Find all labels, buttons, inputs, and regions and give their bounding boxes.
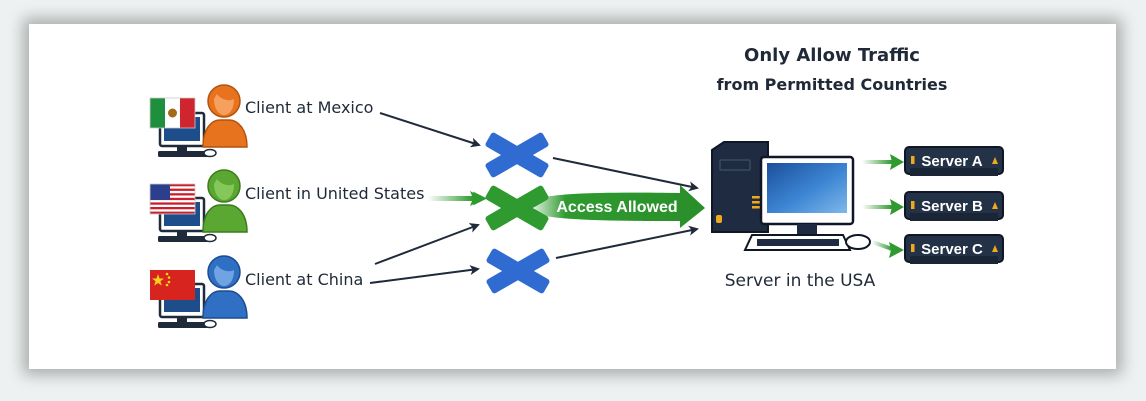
title-line-2: from Permitted Countries — [717, 75, 948, 94]
access-allowed-label: Access Allowed — [556, 199, 677, 216]
allowed-x-icon — [485, 185, 549, 231]
tower-icon — [711, 141, 769, 233]
client-label-united-states: Client in United States — [245, 184, 424, 203]
rack-label-c: Server C — [921, 241, 983, 258]
arrow-gate-to-server-top — [552, 157, 699, 192]
arrow-server-to-rack-b — [862, 199, 904, 215]
arrow-server-to-rack-c — [871, 240, 904, 258]
rack-server-a: Server A — [904, 146, 1004, 176]
server-computer-icon: Server in the USA — [711, 141, 876, 291]
warning-indicator-icon — [992, 202, 998, 209]
rack-server-c: Server C — [904, 234, 1004, 264]
client-label-china: Client at China — [245, 270, 363, 289]
monitor-icon — [743, 155, 871, 251]
mexico-flag — [149, 97, 196, 129]
warning-indicator-icon — [992, 245, 998, 252]
status-light-icon — [911, 244, 915, 252]
status-light-icon — [911, 201, 915, 209]
arrow-gate-to-server-bottom — [555, 225, 699, 259]
rack-label-b: Server B — [921, 198, 983, 215]
client-china: Client at China — [150, 255, 363, 329]
arrow-china-to-gate — [369, 265, 480, 284]
title-line-1: Only Allow Traffic — [744, 45, 920, 66]
client-mexico: Client at Mexico — [149, 84, 373, 158]
server-label: Server in the USA — [725, 271, 876, 291]
client-label-mexico: Client at Mexico — [245, 98, 373, 117]
arrow-usa-to-gate — [428, 191, 487, 206]
arrow-server-to-rack-a — [862, 154, 904, 170]
rack-label-a: Server A — [921, 153, 982, 170]
person-icon-orange — [202, 84, 248, 148]
rack-server-b: Server B — [904, 191, 1004, 221]
warning-indicator-icon — [992, 157, 998, 164]
person-icon-blue — [202, 255, 248, 319]
status-light-icon — [911, 156, 915, 164]
arrow-china-to-green-gate — [374, 223, 480, 265]
access-allowed-band: Access Allowed — [535, 185, 705, 228]
client-united-states: Client in United States — [149, 169, 424, 243]
blocked-x-icon-bottom — [486, 248, 550, 294]
usa-flag — [149, 183, 196, 215]
china-flag — [150, 270, 195, 300]
arrow-mexico-to-gate — [379, 112, 481, 148]
blocked-x-icon-top — [485, 132, 549, 178]
person-icon-green — [202, 169, 248, 233]
